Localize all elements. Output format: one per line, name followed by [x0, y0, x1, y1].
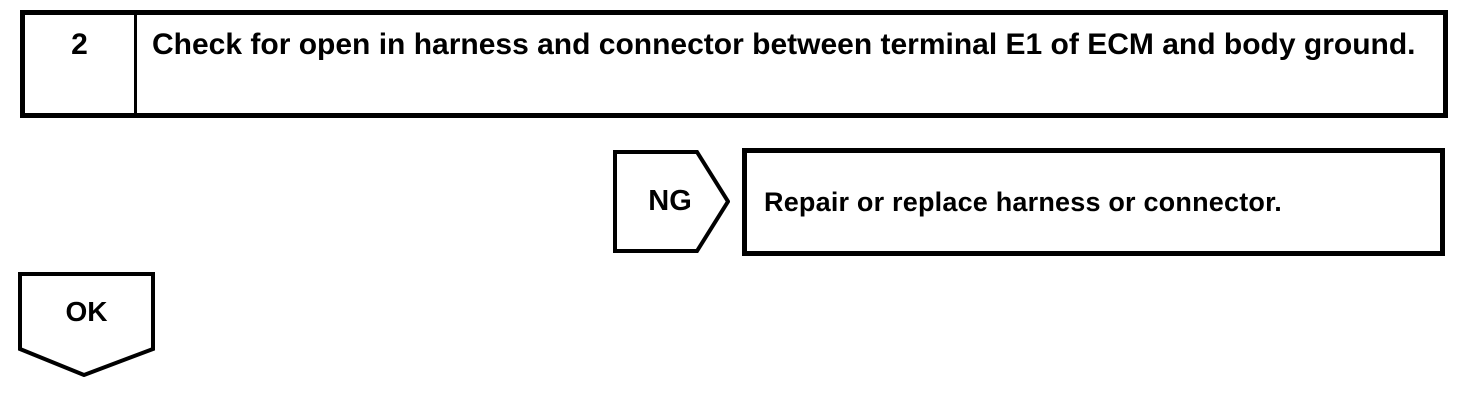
- ng-arrow-shape: [613, 150, 730, 253]
- step-instruction: Check for open in harness and connector …: [152, 28, 1416, 61]
- ng-label: NG: [648, 185, 692, 217]
- ok-arrow-shape: [18, 272, 155, 377]
- step-number-cell: 2: [25, 15, 137, 113]
- ok-label: OK: [65, 296, 108, 327]
- step-number: 2: [71, 28, 88, 61]
- ng-action-text: Repair or replace harness or connector.: [764, 186, 1282, 217]
- step-box: 2 Check for open in harness and connecto…: [20, 10, 1448, 118]
- ng-action-box: Repair or replace harness or connector.: [742, 148, 1445, 256]
